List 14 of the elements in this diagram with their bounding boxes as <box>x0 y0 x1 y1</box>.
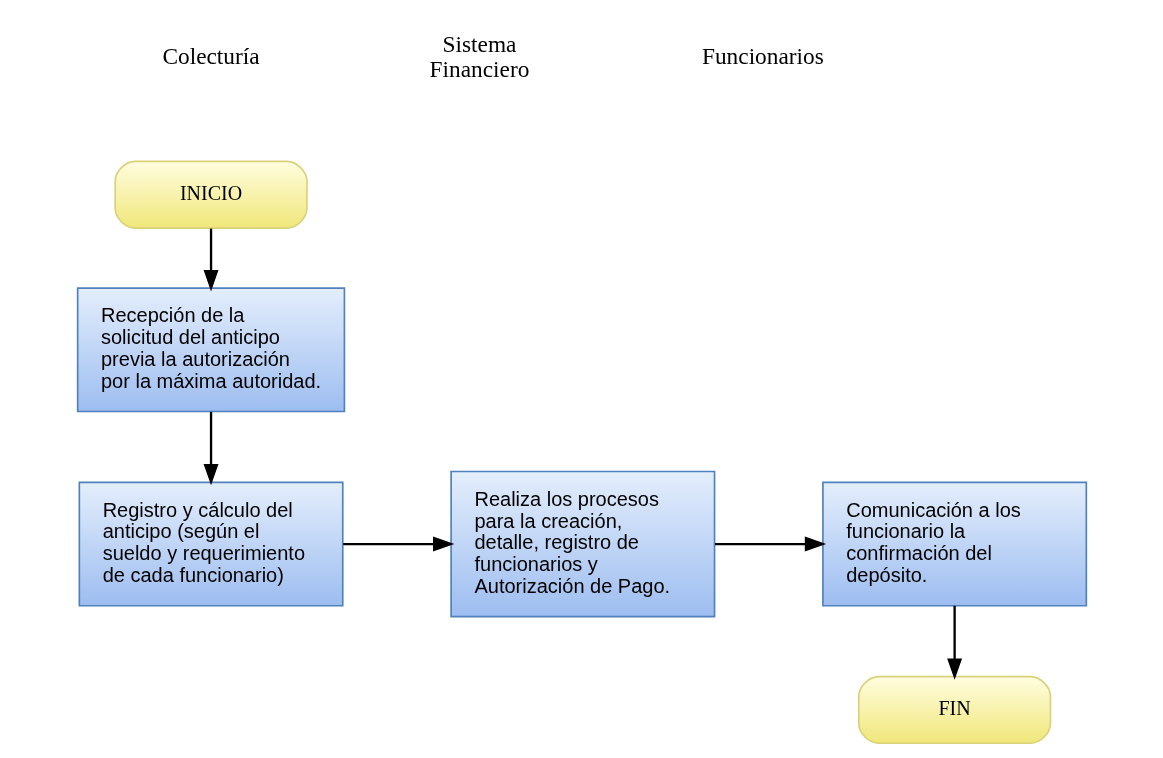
arrow <box>203 228 219 292</box>
node-box: Realiza los procesos para la creación, detalle, registro de funcionarios y Autorización de Pago. <box>449 470 715 618</box>
node-box: Recepción de la solicitud del anticipo previa la autorización por la máxima autoridad. <box>76 287 345 413</box>
arrow <box>946 605 962 680</box>
node-box: Registro y cálculo del anticipo (según el sueldo y requerimiento de cada funcionario) <box>78 481 344 607</box>
arrow <box>714 536 826 552</box>
label: Funcionarios <box>701 43 824 70</box>
node-box: Comunicación a los funcionario la confirmación del depósito. <box>821 481 1087 607</box>
node-box: INICIO <box>113 160 308 229</box>
arrow <box>203 411 219 486</box>
label: Sistema Financiero <box>429 30 529 82</box>
arrow <box>342 536 454 552</box>
node-box: FIN <box>857 675 1051 745</box>
label: Colecturía <box>161 43 260 70</box>
